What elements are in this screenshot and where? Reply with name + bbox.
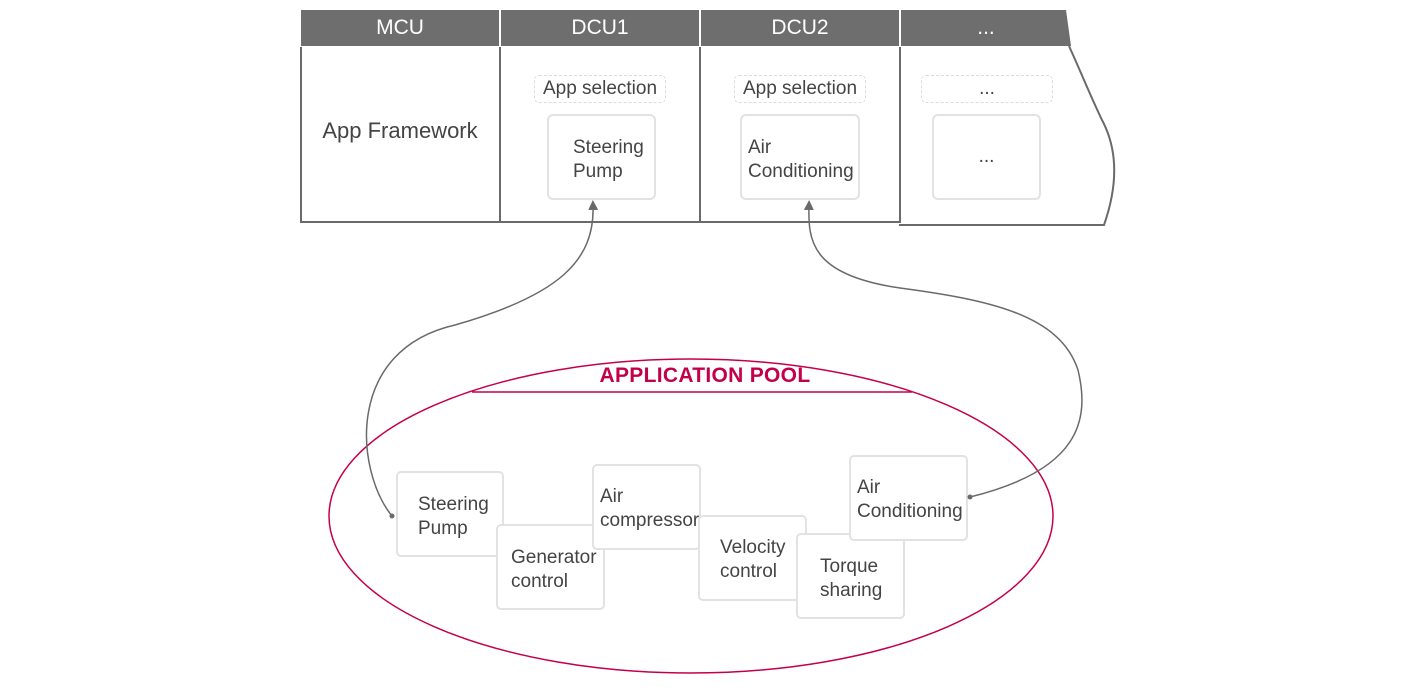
dcu1-header: DCU1 xyxy=(501,10,699,46)
card-line: control xyxy=(511,571,569,592)
card-line: Steering xyxy=(573,137,644,158)
more-app-card: ... xyxy=(932,114,1041,200)
connector-dot xyxy=(967,494,973,500)
app-framework-label: App Framework xyxy=(322,118,478,143)
steering-pump-connector xyxy=(365,200,599,517)
card-line: Generator xyxy=(511,547,597,568)
dcu2-header: DCU2 xyxy=(701,10,899,46)
mcu-header: MCU xyxy=(301,10,499,46)
connector-dot xyxy=(389,513,395,519)
card-line: Conditioning xyxy=(748,161,854,182)
card-line: sharing xyxy=(820,580,883,601)
card-line: Velocity xyxy=(720,537,786,558)
application-pool-title: APPLICATION POOL xyxy=(599,364,811,387)
more-column xyxy=(899,47,1105,223)
dcu1-steering-pump-card: Steering Pump xyxy=(547,114,656,200)
card-line: Pump xyxy=(418,518,468,539)
dcu1-app-selection-label: App selection xyxy=(534,75,666,103)
card-line: Torque xyxy=(820,556,879,577)
pool-generator-control-card: Generator control xyxy=(496,524,605,610)
pool-torque-sharing-card: Torque sharing xyxy=(796,533,905,619)
card-line: Conditioning xyxy=(857,501,963,522)
dcu1-column xyxy=(499,47,701,223)
card-line: control xyxy=(720,561,778,582)
pool-ellipse xyxy=(328,358,1054,674)
pool-steering-pump-card: Steering Pump xyxy=(396,471,504,557)
mcu-column xyxy=(300,47,501,223)
dcu2-column xyxy=(699,47,901,223)
more-header: ... xyxy=(901,10,1071,46)
card-line: Air xyxy=(857,477,881,498)
card-line: Pump xyxy=(573,161,623,182)
dcu2-app-selection-label: App selection xyxy=(734,75,866,103)
pool-air-compressor-card: Air compressor xyxy=(592,464,701,550)
card-line: Steering xyxy=(418,494,489,515)
card-line: Air xyxy=(748,137,772,158)
pool-air-conditioning-card: Air Conditioning xyxy=(849,455,968,541)
torn-edge xyxy=(899,45,1116,226)
pool-velocity-control-card: Velocity control xyxy=(698,515,807,601)
card-line: Air xyxy=(600,486,624,507)
more-app-selection-label: ... xyxy=(921,75,1053,103)
air-conditioning-connector xyxy=(803,200,1083,498)
card-line: compressor xyxy=(600,510,700,531)
dcu2-air-conditioning-card: Air Conditioning xyxy=(740,114,860,200)
